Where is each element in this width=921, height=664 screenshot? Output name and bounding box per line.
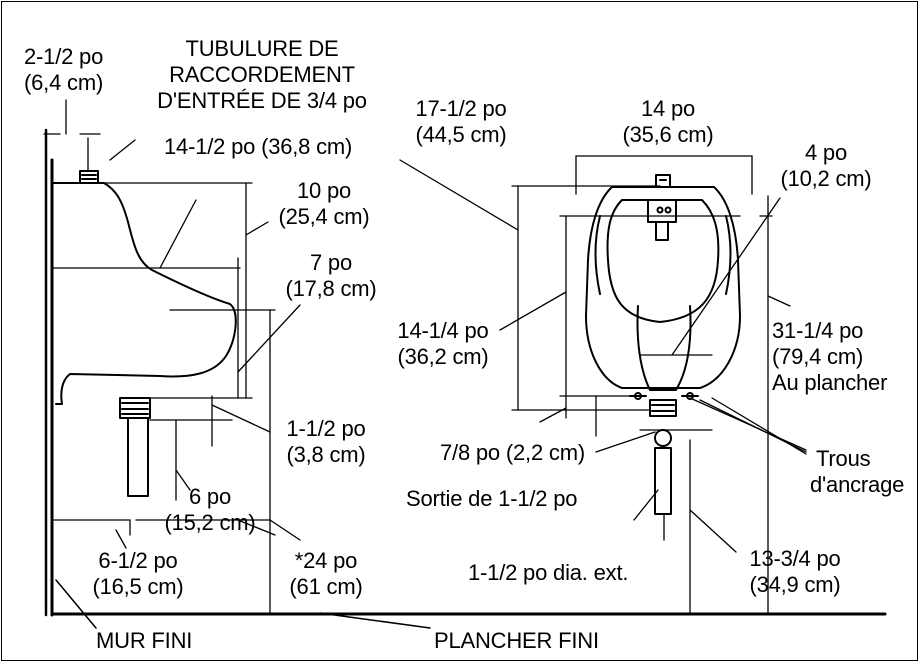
mid-height-metric: (17,8 cm) xyxy=(285,276,377,301)
outlet-drop-imperial: 6 po xyxy=(188,484,232,509)
pipe-od-label: 1-1/2 po dia. ext. xyxy=(468,560,629,585)
outlet-drop-metric: (15,2 cm) xyxy=(164,510,256,535)
inlet-spud-line-1: TUBULURE DE xyxy=(185,36,339,61)
lip-height-dimension: *24 po (61 cm) xyxy=(276,548,376,602)
floor-height-note: Au plancher xyxy=(772,370,888,395)
finished-floor-label: PLANCHER FINI xyxy=(434,628,599,653)
outlet-height-dimension: 13-3/4 po (34,9 cm) xyxy=(730,546,860,600)
overall-height-metric: (44,5 cm) xyxy=(415,122,507,147)
upper-height-metric: (25,4 cm) xyxy=(278,204,370,229)
outlet-offset-imperial: 1-1/2 po xyxy=(286,416,366,441)
urinal-front-profile xyxy=(585,174,741,515)
overall-height-dimension: 17-1/2 po (44,5 cm) xyxy=(398,96,524,150)
outlet-to-wall-imperial: 6-1/2 po xyxy=(98,548,178,573)
inlet-offset-dimension: 2-1/2 po (6,4 cm) xyxy=(24,44,144,98)
inlet-spud-label: TUBULURE DE RACCORDEMENT D'ENTRÉE DE 3/4… xyxy=(126,36,398,116)
floor-height-dimension: 31-1/4 po (79,4 cm) Au plancher xyxy=(772,318,912,398)
anchor-holes-line-2: d'ancrage xyxy=(810,472,905,497)
wall-leader xyxy=(55,579,97,629)
inlet-spud-line-3: D'ENTRÉE DE 3/4 po xyxy=(157,88,367,113)
hanger-offset-dimension: 4 po (10,2 cm) xyxy=(766,140,886,194)
anchor-holes-label: Trous d'ancrage xyxy=(810,446,914,500)
width-imperial: 14 po xyxy=(640,96,696,121)
overall-height-imperial: 17-1/2 po xyxy=(415,96,507,121)
width-dimension: 14 po (35,6 cm) xyxy=(604,96,732,150)
floor-leader xyxy=(319,612,431,629)
inlet-offset-imperial: 2-1/2 po xyxy=(24,44,104,69)
hanger-span-dimension: 14-1/4 po (36,2 cm) xyxy=(380,318,506,372)
inlet-offset-metric: (6,4 cm) xyxy=(24,70,104,95)
urinal-side-profile xyxy=(51,170,237,497)
upper-height-imperial: 10 po xyxy=(296,178,352,203)
anchor-holes-line-1: Trous xyxy=(816,446,871,471)
hanger-offset-imperial: 4 po xyxy=(804,140,848,165)
outlet-height-imperial: 13-3/4 po xyxy=(749,546,841,571)
front-view-dimension-lines xyxy=(399,155,807,615)
width-metric: (35,6 cm) xyxy=(622,122,714,147)
upper-height-dimension: 10 po (25,4 cm) xyxy=(264,178,384,232)
lip-height-metric: (61 cm) xyxy=(289,574,363,599)
outlet-to-wall-dimension: 6-1/2 po (16,5 cm) xyxy=(76,548,200,602)
mid-height-imperial: 7 po xyxy=(309,250,353,275)
floor-height-metric: (79,4 cm) xyxy=(772,344,864,369)
finished-wall xyxy=(44,128,54,617)
finished-wall-label: MUR FINI xyxy=(96,628,193,653)
lip-height-imperial: *24 po xyxy=(294,548,358,573)
inlet-spud-line-2: RACCORDEMENT xyxy=(169,62,355,87)
side-view-dimension-lines xyxy=(43,99,301,615)
depth-dimension: 14-1/2 po (36,8 cm) xyxy=(162,134,355,160)
bolt-offset-dimension: 7/8 po (2,2 cm) xyxy=(440,440,585,465)
hanger-offset-metric: (10,2 cm) xyxy=(780,166,872,191)
mid-height-dimension: 7 po (17,8 cm) xyxy=(270,250,392,304)
outlet-offset-metric: (3,8 cm) xyxy=(286,442,366,467)
hanger-span-metric: (36,2 cm) xyxy=(397,344,489,369)
outlet-to-wall-metric: (16,5 cm) xyxy=(92,574,184,599)
outlet-height-metric: (34,9 cm) xyxy=(749,572,841,597)
hanger-span-imperial: 14-1/4 po xyxy=(397,318,489,343)
floor-height-imperial: 31-1/4 po xyxy=(772,318,864,343)
outlet-label: Sortie de 1-1/2 po xyxy=(406,486,578,511)
outlet-offset-dimension: 1-1/2 po (3,8 cm) xyxy=(270,416,382,470)
outlet-drop-dimension: 6 po (15,2 cm) xyxy=(152,484,268,538)
